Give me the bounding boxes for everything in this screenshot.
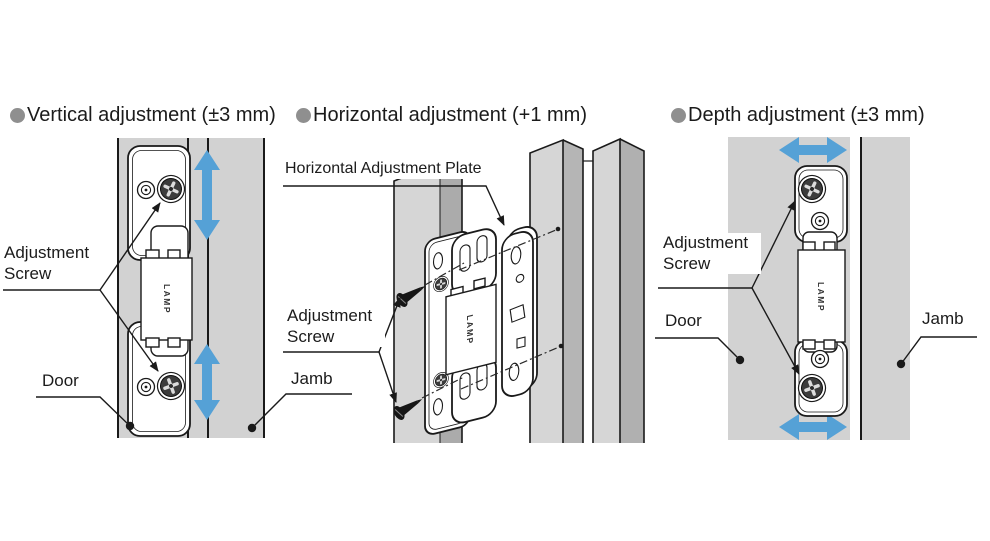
hinge-brand-text: LAMP [465,314,475,347]
vertical-arrow-up-icon [194,150,220,240]
panel-horizontal-drawing: LAMP [283,137,645,443]
hinge-brand-text: LAMP [162,284,172,314]
section-title: Vertical adjustment (±3 mm) [27,104,276,126]
pivot-circle [810,349,830,369]
hinge-iso-view: LAMP [424,226,538,435]
label-adjustment-screw: Adjustment Screw [285,306,385,348]
panel1-leader-lines [3,202,352,433]
section-title: Horizontal adjustment (+1 mm) [313,104,587,126]
bullet-icon [296,108,311,123]
depth-arrow-bottom-icon [779,414,847,440]
section-heading-vertical: Vertical adjustment (±3 mm) [10,104,276,127]
bullet-icon [671,108,686,123]
jamb-iso-post [529,137,645,443]
label-jamb: Jamb [920,309,966,330]
label-door: Door [663,311,704,332]
vertical-arrow-down-icon [194,344,220,420]
label-adjustment-screw: Adjustment Screw [2,243,102,285]
panel-depth-drawing: LAMP [655,137,977,440]
pivot-circle [136,180,156,200]
label-jamb: Jamb [289,369,335,390]
bullet-icon [10,108,25,123]
section-heading-depth: Depth adjustment (±3 mm) [671,104,925,127]
label-adjustment-screw: Adjustment Screw [661,233,761,275]
hinge-brand-text: LAMP [816,282,826,312]
label-horizontal-adjustment-plate: Horizontal Adjustment Plate [283,159,484,179]
panel-vertical-drawing: LAMP [3,138,352,438]
section-heading-horizontal: Horizontal adjustment (+1 mm) [296,104,587,127]
hinge-front-view: LAMP [792,165,848,417]
section-title: Depth adjustment (±3 mm) [688,104,925,126]
horizontal-adjustment-plate [501,226,538,397]
label-door: Door [40,371,81,392]
mounting-screws [390,226,564,423]
panel2-leader-lines [283,185,505,403]
pivot-circle [136,377,156,397]
depth-arrow-top-icon [779,137,847,163]
pivot-circle [810,211,830,231]
